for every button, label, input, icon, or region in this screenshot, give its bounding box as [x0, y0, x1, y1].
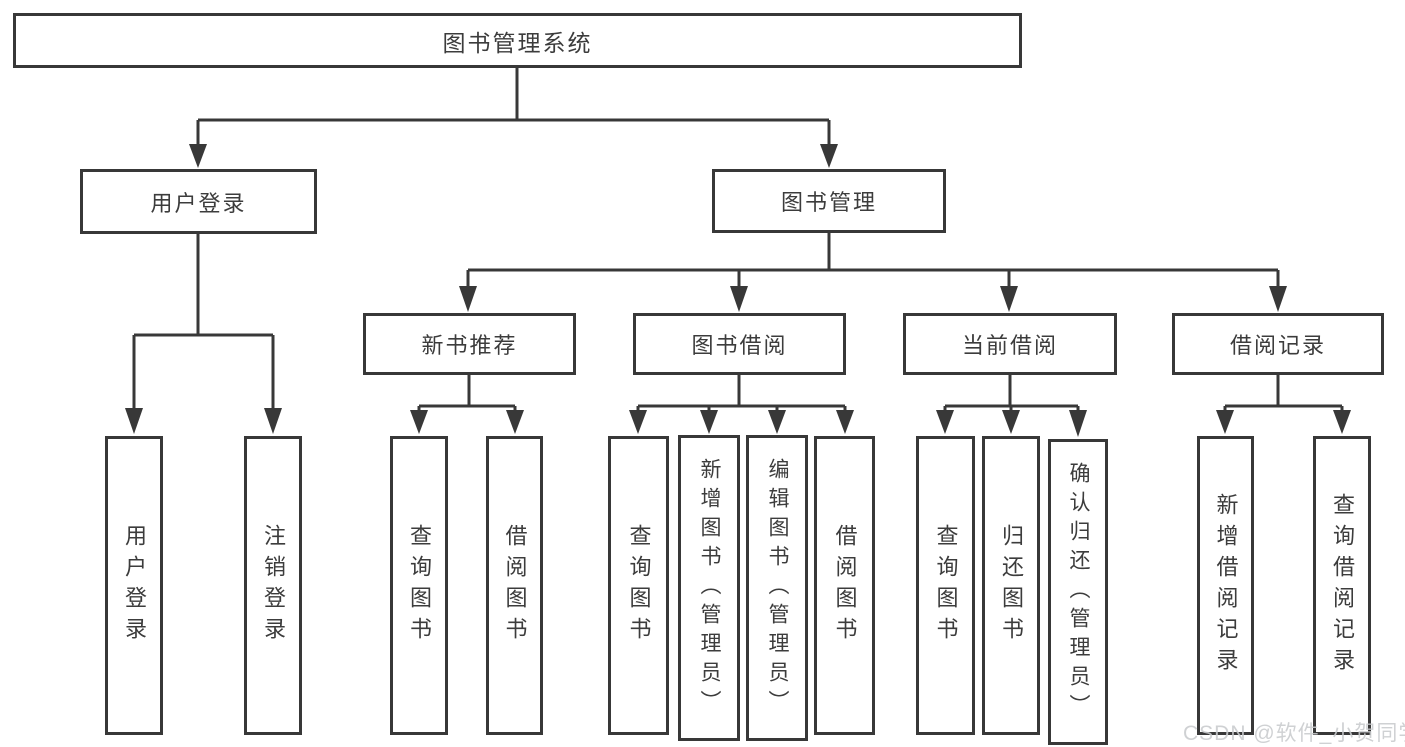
node-current-borrow: 当前借阅 [903, 313, 1117, 375]
leaf-query-borrow-record-label: 查询借阅记录 [1330, 492, 1355, 679]
leaf-confirm-return-admin: 确认归还（管理员） [1048, 439, 1108, 745]
leaf-borrow-books-recommend: 借阅图书 [486, 436, 543, 735]
leaf-edit-books-admin: 编辑图书（管理员） [746, 435, 808, 741]
leaf-add-borrow-record: 新增借阅记录 [1197, 436, 1254, 735]
leaf-logout: 注销登录 [244, 436, 302, 735]
leaf-query-books-current-label: 查询图书 [933, 523, 959, 648]
leaf-add-borrow-record-label: 新增借阅记录 [1213, 492, 1239, 679]
leaf-user-login: 用户登录 [105, 436, 163, 735]
leaf-confirm-return-admin-label: 确认归还（管理员） [1067, 461, 1090, 723]
node-new-book-recommend-label: 新书推荐 [421, 333, 518, 358]
node-root: 图书管理系统 [13, 13, 1022, 68]
leaf-query-books-current: 查询图书 [916, 436, 975, 735]
csdn-watermark: CSDN @软件_小贺同学 [1183, 722, 1405, 745]
node-book-management-label: 图书管理 [780, 190, 877, 215]
node-user-login-label: 用户登录 [150, 190, 247, 216]
node-current-borrow-label: 当前借阅 [961, 333, 1058, 358]
node-new-book-recommend: 新书推荐 [363, 313, 576, 375]
leaf-borrow-books-label: 借阅图书 [832, 523, 858, 648]
leaf-logout-label: 注销登录 [261, 523, 286, 648]
leaf-add-books-admin: 新增图书（管理员） [678, 435, 740, 741]
node-borrow-records: 借阅记录 [1172, 313, 1384, 375]
leaf-return-books: 归还图书 [982, 436, 1040, 735]
arrowheads [125, 144, 1351, 437]
leaf-query-books-recommend: 查询图书 [390, 436, 448, 735]
leaf-add-books-admin-label: 新增图书（管理员） [698, 457, 721, 719]
node-book-management: 图书管理 [712, 169, 946, 233]
leaf-query-books-borrow: 查询图书 [608, 436, 669, 735]
leaf-borrow-books-recommend-label: 借阅图书 [502, 523, 528, 648]
leaf-query-books-borrow-label: 查询图书 [626, 523, 652, 648]
leaf-borrow-books: 借阅图书 [814, 436, 875, 735]
node-borrow-records-label: 借阅记录 [1229, 333, 1326, 358]
leaf-edit-books-admin-label: 编辑图书（管理员） [766, 457, 789, 719]
node-book-borrow-label: 图书借阅 [691, 333, 788, 358]
leaf-query-borrow-record: 查询借阅记录 [1313, 436, 1371, 735]
node-book-borrow: 图书借阅 [633, 313, 846, 375]
leaf-query-books-recommend-label: 查询图书 [407, 523, 432, 648]
leaf-user-login-label: 用户登录 [122, 523, 147, 648]
connector-strokes [132, 68, 1344, 414]
leaf-return-books-label: 归还图书 [999, 523, 1024, 648]
node-user-login: 用户登录 [80, 169, 317, 234]
node-root-label: 图书管理系统 [442, 29, 593, 56]
